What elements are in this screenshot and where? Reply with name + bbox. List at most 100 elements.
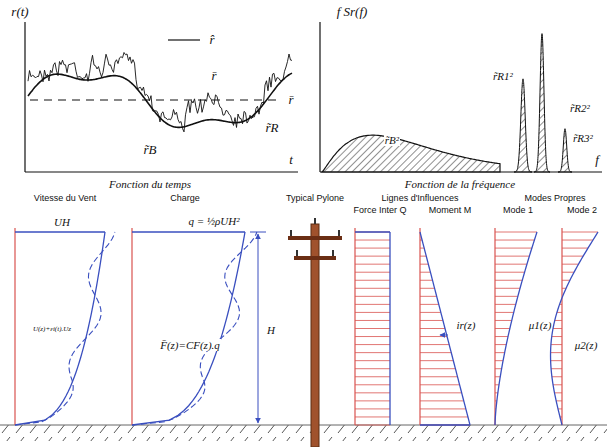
background-label: r̃B <box>143 143 158 157</box>
axis-label: f <box>594 153 600 167</box>
influence-hatch <box>495 360 503 361</box>
influence-hatch <box>355 304 390 305</box>
influence-hatch <box>355 376 390 377</box>
influence-hatch <box>552 336 562 337</box>
column-heading: Modes Propres <box>523 194 586 204</box>
influence-hatch <box>495 296 518 297</box>
mean-label: r̄ <box>210 69 217 83</box>
influence-hatch <box>495 232 537 233</box>
mean-profile <box>15 232 105 425</box>
influence-hatch <box>420 400 464 401</box>
influence-hatch <box>355 248 390 249</box>
influence-hatch <box>556 400 562 401</box>
formula-label: μ1(z) <box>528 319 553 331</box>
column-heading: Charge <box>169 194 201 204</box>
influence-hatch <box>495 344 506 345</box>
influence-hatch <box>420 368 455 369</box>
influence-hatch <box>355 256 390 257</box>
dimension-label: H <box>266 324 276 336</box>
influence-hatch <box>495 352 505 353</box>
ground-line <box>0 425 607 426</box>
leader-arrow <box>440 335 448 336</box>
column-subheading: Mode 1 <box>502 206 534 216</box>
influence-hatch <box>495 304 516 305</box>
influence-hatch <box>355 288 390 289</box>
influence-hatch <box>420 376 458 377</box>
influence-hatch <box>495 376 500 377</box>
influence-hatch <box>420 344 449 345</box>
influence-hatch <box>553 384 562 385</box>
influence-hatch <box>355 240 390 241</box>
influence-hatch <box>420 320 443 321</box>
influence-hatch <box>495 328 510 329</box>
mean-profile <box>132 232 245 425</box>
influence-hatch <box>355 408 390 409</box>
influence-hatch <box>420 304 439 305</box>
spectrum <box>322 34 572 172</box>
influence-hatch <box>420 272 430 273</box>
influence-hatch <box>355 384 390 385</box>
influence-hatch <box>551 360 562 361</box>
time-signal <box>28 52 292 131</box>
formula-label: ir(z) <box>456 319 477 331</box>
shape-outline <box>389 232 390 425</box>
influence-hatch <box>562 272 574 273</box>
background-spectrum <box>322 135 500 172</box>
influence-hatch <box>495 320 512 321</box>
top-line <box>132 231 245 232</box>
influence-hatch <box>562 240 593 241</box>
influence-hatch <box>355 392 390 393</box>
frequency-axes <box>320 22 602 172</box>
influence-hatch <box>355 360 390 361</box>
signal-trace <box>28 52 292 131</box>
influence-hatch <box>495 272 525 273</box>
influence-hatch <box>420 425 470 426</box>
influence-hatch <box>420 408 466 409</box>
influence-hatch <box>495 288 520 289</box>
influence-hatch <box>495 240 534 241</box>
influence-hatch <box>355 352 390 353</box>
influence-hatch <box>555 392 563 393</box>
influence-hatch <box>551 352 562 353</box>
formula-label: q = ½ρUH² <box>187 215 240 227</box>
resonance-peak <box>514 79 532 172</box>
formula-label: UH <box>53 216 71 228</box>
formula-label: U(z)+εi(t).Uz <box>32 326 72 334</box>
background-trace <box>28 73 292 127</box>
peak-label: r̂ <box>208 33 215 47</box>
influence-hatch <box>562 280 570 281</box>
shape-outline <box>551 232 598 425</box>
influence-hatch <box>355 296 390 297</box>
influence-hatch <box>552 376 562 377</box>
influence-hatch <box>420 264 428 265</box>
influence-hatch <box>420 328 445 329</box>
spectrum-label: r̃R2² <box>569 102 591 114</box>
influence-hatch <box>495 368 502 369</box>
influence-hatch <box>355 312 390 313</box>
influence-hatch <box>495 248 532 249</box>
influence-hatch <box>355 336 390 337</box>
resonance-peak <box>534 34 550 172</box>
turbulent-profile <box>132 232 257 425</box>
influence-hatch <box>355 280 390 281</box>
column-subheading: Force Inter Q <box>352 206 407 216</box>
height-dimension <box>250 232 266 423</box>
influence-hatch <box>420 360 453 361</box>
influence-hatch <box>495 336 508 337</box>
column-subheading: Moment M <box>428 206 473 216</box>
turbulent-profile <box>15 232 115 425</box>
influence-hatch <box>551 344 562 345</box>
influence-hatch <box>420 352 451 353</box>
influence-hatch <box>420 256 426 257</box>
influence-hatch <box>420 296 437 297</box>
spectrum-label: r̃R1² <box>492 70 514 82</box>
column-heading: Lignes d'Influences <box>381 194 460 204</box>
axis-label: f Sr(f) <box>336 5 369 19</box>
influence-hatch <box>355 400 390 401</box>
column-heading: Typical Pylone <box>285 194 345 204</box>
influence-hatch <box>562 232 598 233</box>
influence-hatch <box>495 264 527 265</box>
axis-label: t <box>288 153 294 167</box>
axis-label: r(t) <box>10 5 29 19</box>
